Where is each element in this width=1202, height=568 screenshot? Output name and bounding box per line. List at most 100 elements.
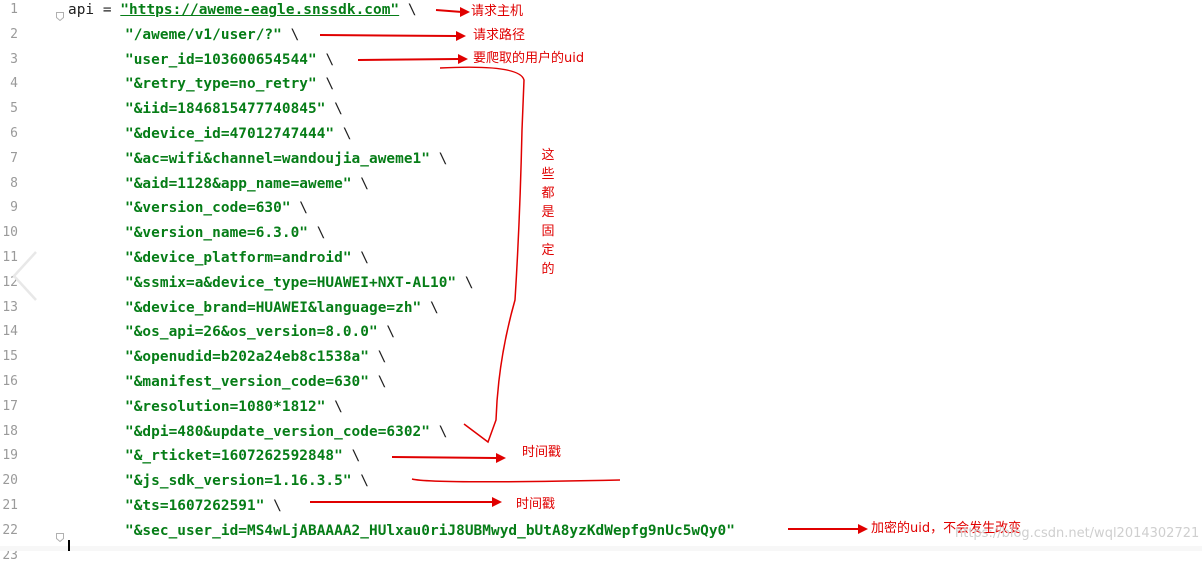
code-line[interactable]: "&ac=wifi&channel=wandoujia_aweme1" \: [125, 147, 447, 172]
chevron-left-icon[interactable]: [10, 250, 40, 302]
code-line[interactable]: "&openudid=b202a24eb8c1538a" \: [125, 345, 386, 370]
code-prefix: api =: [68, 2, 121, 18]
annotation-char: 定: [541, 243, 555, 258]
line-number: 1: [10, 2, 18, 17]
arrowhead-request-path: [456, 31, 466, 41]
code-line[interactable]: "&_rticket=1607262592848" \: [125, 444, 360, 469]
arrow-request-host: [435, 9, 463, 13]
code-line[interactable]: "&iid=1846815477740845" \: [125, 97, 343, 122]
line-continuation: \: [430, 299, 439, 316]
code-line[interactable]: "/aweme/v1/user/?" \: [125, 23, 299, 48]
line-number: 4: [10, 76, 18, 92]
arrow-timestamp-1: [391, 456, 497, 459]
code-line[interactable]: "&js_sdk_version=1.16.3.5" \: [125, 469, 369, 494]
annotation-char: 这: [541, 148, 555, 163]
line-number: 3: [10, 51, 18, 67]
code-line[interactable]: "&sec_user_id=MS4wLjABAAAA2_HUlxau0riJ8U…: [125, 519, 735, 544]
fold-marker-icon[interactable]: [56, 6, 64, 22]
string-literal: "&dpi=480&update_version_code=6302": [125, 423, 430, 440]
arrowhead-target-uid: [458, 54, 468, 64]
annotation-timestamp-1: 时间戳: [522, 445, 562, 460]
string-literal: "&openudid=b202a24eb8c1538a": [125, 349, 369, 366]
string-literal: "&device_platform=android": [125, 250, 352, 266]
string-literal: "&version_code=630": [125, 200, 291, 217]
line-number: 20: [2, 473, 18, 489]
line-continuation: \: [316, 225, 326, 242]
code-line[interactable]: "&resolution=1080*1812" \: [125, 395, 343, 420]
string-literal: "&_rticket=1607262592848": [125, 448, 343, 465]
code-line[interactable]: "&device_brand=HUAWEI&language=zh" \: [125, 296, 439, 321]
code-area[interactable]: api = "https://aweme-eagle.snssdk.com" \…: [0, 0, 1202, 551]
line-number: 11: [2, 250, 18, 265]
string-literal: "&device_brand=HUAWEI&language=zh": [125, 299, 422, 316]
watermark: https://blog.csdn.net/wql2014302721: [955, 526, 1200, 541]
code-line[interactable]: "&device_platform=android" \: [125, 246, 369, 271]
line-continuation: \: [360, 250, 369, 266]
arrowhead-timestamp-1: [496, 453, 506, 463]
annotation-request-path: 请求路径: [473, 28, 526, 43]
arrow-target-uid: [357, 58, 459, 61]
line-continuation: \: [464, 274, 474, 291]
line-number: 8: [10, 175, 18, 191]
annotation-char: 都: [541, 186, 555, 201]
code-line[interactable]: "&os_api=26&os_version=8.0.0" \: [125, 320, 395, 345]
line-number: 7: [10, 150, 18, 166]
code-line[interactable]: "&aid=1128&app_name=aweme" \: [125, 172, 369, 197]
string-literal: "&aid=1128&app_name=aweme": [125, 175, 352, 192]
text-caret: [68, 540, 70, 551]
line-number: 14: [2, 324, 18, 340]
arrowhead-request-host: [460, 7, 470, 17]
line-number: 6: [10, 126, 18, 141]
line-continuation: \: [325, 51, 335, 68]
code-line[interactable]: "&device_id=47012747444" \: [125, 122, 352, 147]
line-number: 5: [10, 101, 18, 117]
arrowhead-encrypted-uid: [858, 524, 868, 534]
line-continuation: \: [407, 2, 417, 18]
fold-marker-icon[interactable]: [56, 527, 64, 542]
line-continuation: \: [273, 498, 282, 514]
code-line[interactable]: "&retry_type=no_retry" \: [125, 72, 334, 97]
code-line[interactable]: "&ts=1607262591" \: [125, 494, 282, 519]
code-line[interactable]: "&ssmix=a&device_type=HUAWEI+NXT-AL10" \: [125, 271, 474, 296]
annotation-target-uid: 要爬取的用户的uid: [473, 51, 585, 66]
annotation-request-host: 请求主机: [471, 4, 524, 19]
string-literal: "user_id=103600654544": [125, 51, 317, 68]
line-continuation: \: [386, 324, 396, 341]
annotation-char: 些: [541, 167, 555, 182]
code-line[interactable]: "&version_name=6.3.0" \: [125, 221, 325, 246]
line-number: 17: [2, 398, 18, 414]
line-continuation: \: [360, 175, 369, 192]
arrowhead-timestamp-2: [492, 497, 502, 507]
string-literal: "&ts=1607262591": [125, 498, 265, 514]
line-number: 16: [2, 374, 18, 389]
annotation-char: 的: [541, 262, 555, 277]
line-continuation: \: [351, 448, 361, 465]
string-literal: "&ac=wifi&channel=wandoujia_aweme1": [125, 150, 430, 167]
line-continuation: \: [377, 374, 387, 390]
line-number: 10: [2, 225, 18, 241]
string-literal-url: "https://aweme-eagle.snssdk.com": [120, 2, 400, 18]
line-continuation: \: [438, 423, 448, 440]
string-literal: "&sec_user_id=MS4wLjABAAAA2_HUlxau0riJ8U…: [125, 522, 735, 539]
line-continuation: \: [299, 200, 309, 217]
code-line[interactable]: api = "https://aweme-eagle.snssdk.com" \: [68, 0, 417, 23]
line-continuation: \: [290, 26, 300, 43]
string-literal: "/aweme/v1/user/?": [125, 26, 282, 43]
line-number: 21: [2, 498, 18, 513]
code-line[interactable]: "user_id=103600654544" \: [125, 48, 334, 73]
line-number: 2: [10, 26, 18, 42]
bracket-fixed-params: [439, 66, 525, 444]
string-literal: "&os_api=26&os_version=8.0.0": [125, 324, 378, 341]
code-line[interactable]: "&dpi=480&update_version_code=6302" \: [125, 420, 447, 445]
line-continuation: \: [334, 398, 343, 415]
current-line-highlight: [0, 546, 1202, 551]
line-number: 22: [2, 522, 18, 538]
annotation-overlay: [310, 7, 868, 534]
line-continuation: \: [438, 150, 448, 167]
line-number: 9: [10, 200, 18, 216]
code-line[interactable]: "&version_code=630" \: [125, 196, 308, 221]
code-line[interactable]: "&manifest_version_code=630" \: [125, 370, 386, 395]
string-literal: "&iid=1846815477740845": [125, 101, 326, 118]
